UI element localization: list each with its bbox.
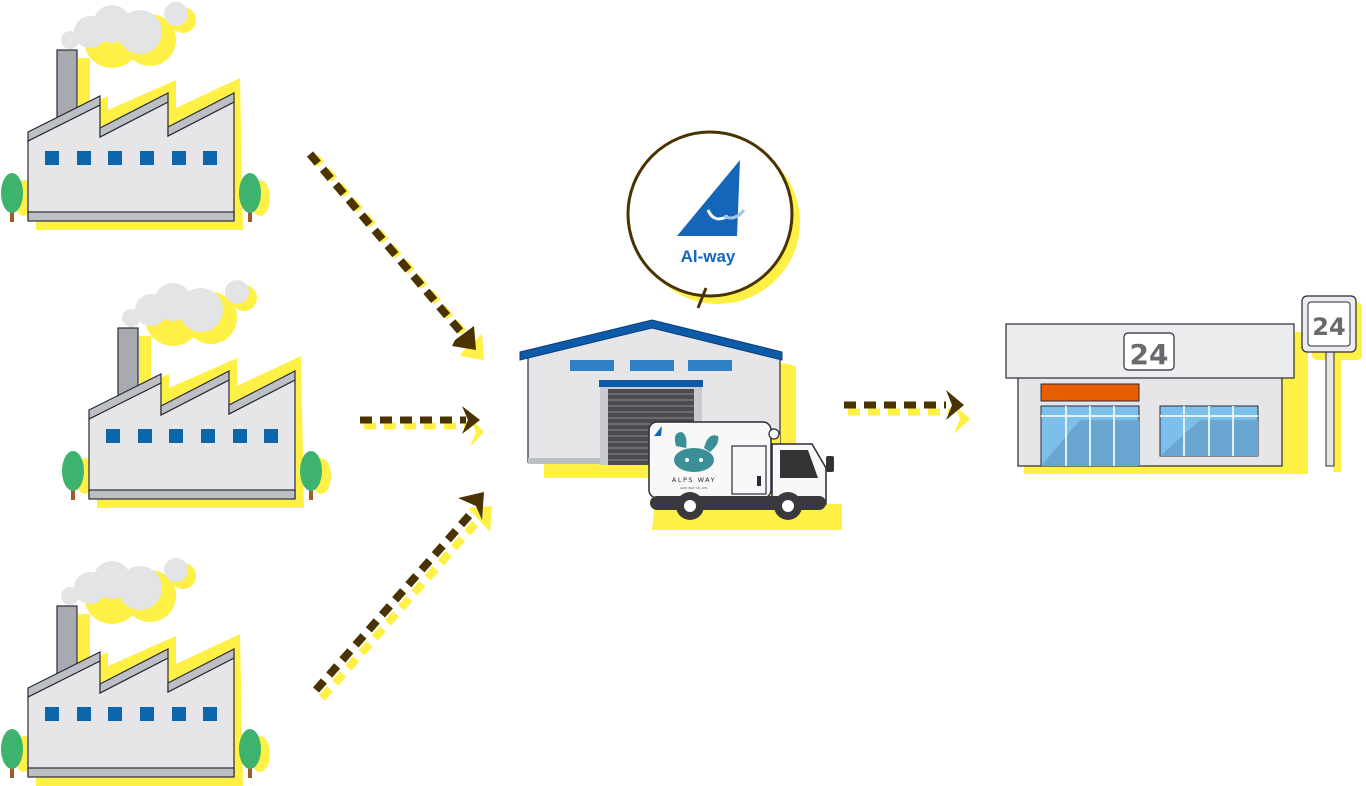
- store-sign-label: 24: [1130, 338, 1169, 371]
- store-sign: 24: [1123, 332, 1175, 371]
- truck-sub-label: ALPS WAY CO.,LTD.: [680, 486, 708, 490]
- factory-bottom: [0, 557, 271, 786]
- pole-sign-label: 24: [1312, 313, 1345, 341]
- store-window: [1159, 405, 1259, 457]
- truck-brand-label: ALPS WAY: [672, 476, 716, 484]
- delivery-truck: ALPS WAY ALPS WAY CO.,LTD.: [648, 421, 842, 530]
- factory-middle: [61, 279, 332, 509]
- alway-logo-label: Al-way: [681, 247, 736, 266]
- arrow-factory-bottom-to-warehouse: [312, 492, 492, 701]
- rabbit-mascot-icon: [674, 432, 719, 472]
- store-door-window: [1040, 405, 1140, 467]
- alway-logo-icon: [677, 160, 746, 236]
- factory-top: [0, 1, 271, 231]
- alway-speech-bubble: Al-way: [626, 130, 800, 309]
- arrow-factory-middle-to-warehouse: [360, 406, 484, 447]
- arrow-warehouse-to-store: [844, 390, 970, 434]
- arrow-factory-top-to-warehouse: [306, 151, 484, 360]
- truck-mini-logo-icon: [654, 426, 662, 436]
- pole-sign: 24: [1301, 295, 1362, 472]
- convenience-store: 24: [1005, 323, 1308, 474]
